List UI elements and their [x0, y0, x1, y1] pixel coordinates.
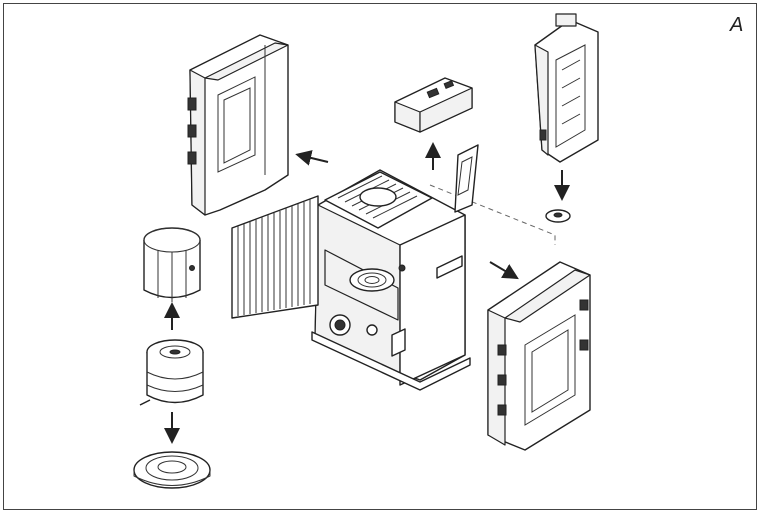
chimney-cylinder: [143, 227, 201, 302]
figure-label: A: [730, 14, 744, 36]
fuel-tank: [534, 13, 599, 163]
left-side-panel: [187, 34, 289, 216]
arrow-left-panel: [295, 150, 329, 166]
front-grille: [231, 195, 319, 319]
arrow-right-panel: [489, 261, 519, 280]
heater-body: [311, 144, 479, 391]
burner: [139, 339, 204, 406]
base-plate: [133, 451, 211, 489]
diagram-frame: [3, 3, 757, 510]
right-side-panel: [487, 261, 591, 451]
control-block: [394, 77, 473, 133]
